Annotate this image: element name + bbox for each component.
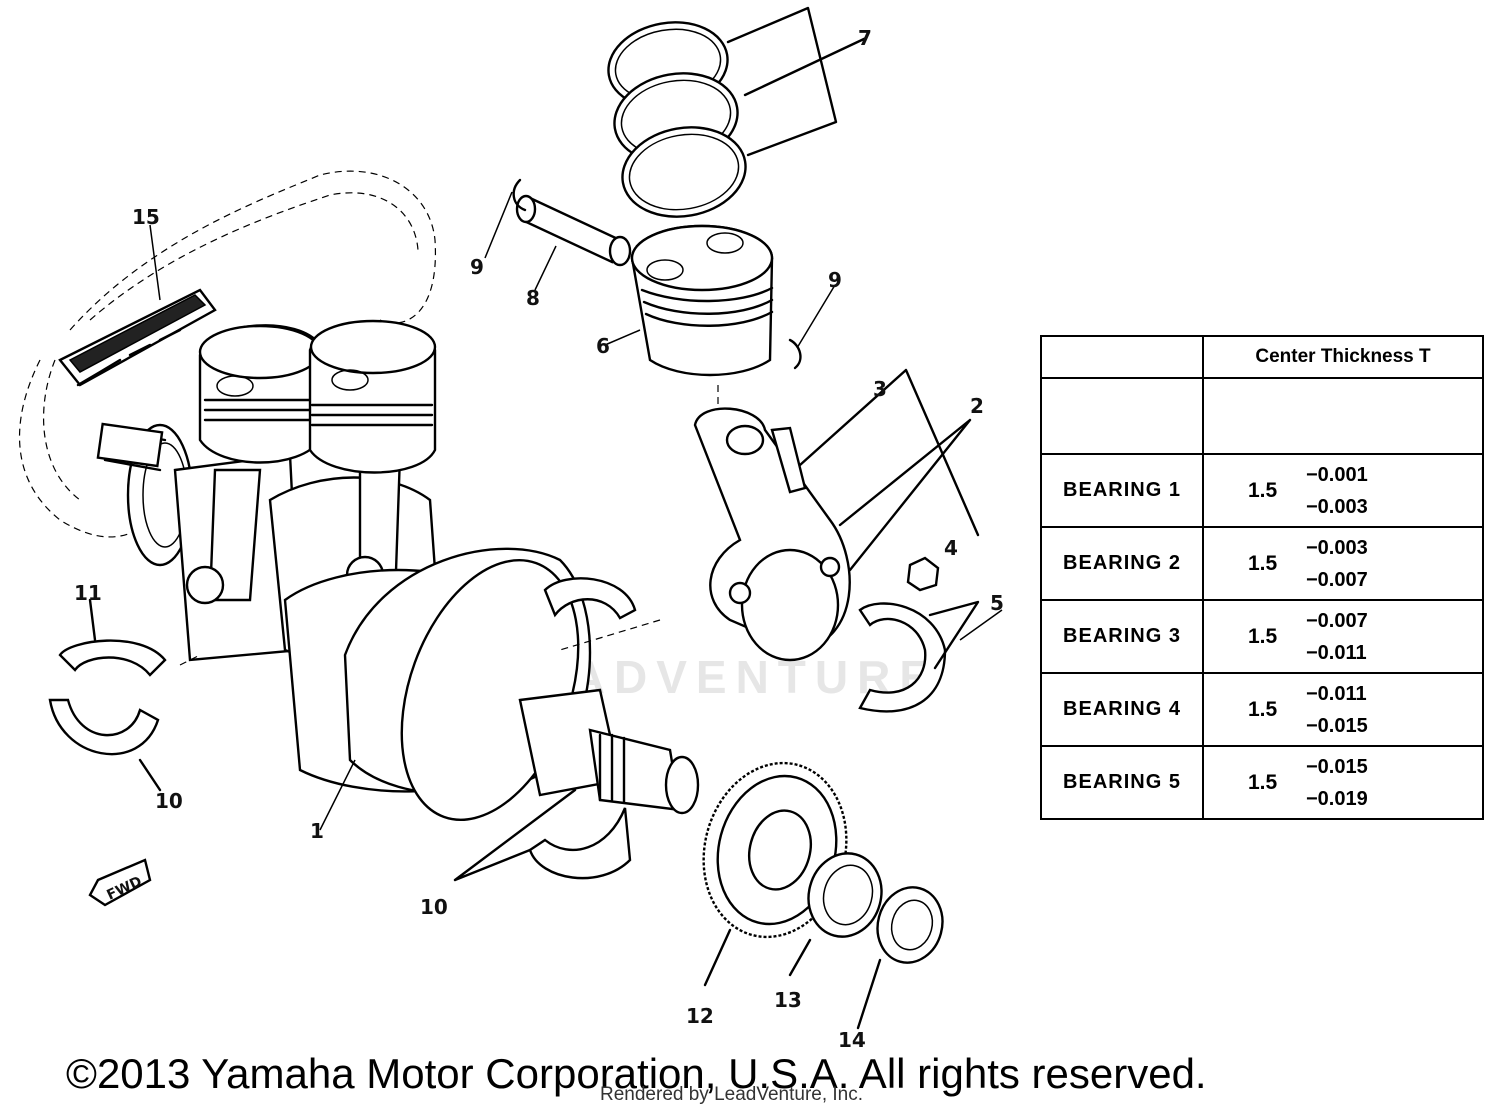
rendered-by-credit: Rendered by LeadVenture, Inc.: [600, 1084, 864, 1105]
primary-drive-gear: [702, 761, 944, 1030]
bearing-name: BEARING 2: [1040, 526, 1204, 601]
callout-2: 2: [970, 394, 984, 418]
upper-tolerance: −0.001: [1306, 463, 1368, 486]
upper-tolerance: −0.007: [1306, 609, 1368, 632]
callout-1: 1: [310, 819, 324, 843]
main-bearing-left: [48, 598, 167, 792]
callout-14: 14: [838, 1028, 866, 1052]
bearing-name: BEARING 5: [1040, 745, 1204, 820]
main-bearings-center: [453, 577, 637, 882]
lower-tolerance: −0.015: [1306, 714, 1368, 737]
crankshaft-assembly: [96, 422, 700, 821]
callout-5: 5: [990, 591, 1004, 615]
table-row: BEARING 5 1.5 −0.015 −0.019: [1040, 745, 1484, 820]
table-row: BEARING 3 1.5 −0.007 −0.011: [1040, 599, 1484, 674]
table-row: BEARING 2 1.5 −0.003 −0.007: [1040, 526, 1484, 601]
callout-7: 7: [858, 26, 872, 50]
callout-3: 3: [873, 377, 887, 401]
table-header-thickness: Center Thickness T: [1202, 335, 1484, 379]
nominal-value: 1.5: [1248, 697, 1278, 721]
table-blank-cell: [1202, 377, 1484, 455]
callout-4: 4: [944, 536, 958, 560]
table-row: BEARING 1 1.5 −0.001 −0.003: [1040, 453, 1484, 528]
lower-tolerance: −0.007: [1306, 568, 1368, 591]
callout-13: 13: [774, 988, 802, 1012]
lower-tolerance: −0.019: [1306, 787, 1368, 810]
callout-9-right: 9: [828, 268, 842, 292]
table-blank-cell: [1040, 377, 1204, 455]
piston: [630, 224, 774, 377]
nominal-value: 1.5: [1248, 478, 1278, 502]
nominal-value: 1.5: [1248, 551, 1278, 575]
piston-rings: [607, 6, 868, 218]
bearing-name: BEARING 4: [1040, 672, 1204, 747]
lower-tolerance: −0.011: [1306, 641, 1367, 664]
big-end-bearing: [858, 600, 980, 713]
callout-10-center: 10: [420, 895, 448, 919]
callout-11: 11: [74, 581, 102, 605]
upper-tolerance: −0.011: [1306, 682, 1367, 705]
callout-9-left: 9: [470, 255, 484, 279]
table-corner-cell: [1040, 335, 1204, 379]
thickness-cell: 1.5 −0.001 −0.003: [1202, 453, 1484, 528]
thickness-cell: 1.5 −0.007 −0.011: [1202, 599, 1484, 674]
callout-12: 12: [686, 1004, 714, 1028]
timing-chain-outline: [18, 170, 436, 538]
forward-arrow: [88, 858, 152, 907]
copyright-notice: ©2013 Yamaha Motor Corporation, U.S.A. A…: [66, 1050, 1207, 1097]
nominal-value: 1.5: [1248, 624, 1278, 648]
connecting-rod: [693, 368, 980, 662]
callout-10-left: 10: [155, 789, 183, 813]
cam-chain: [58, 288, 217, 387]
piston-pair: [198, 319, 437, 474]
nominal-value: 1.5: [1248, 770, 1278, 794]
thickness-cell: 1.5 −0.003 −0.007: [1202, 526, 1484, 601]
leader-lines: [149, 191, 1003, 831]
callout-6: 6: [596, 334, 610, 358]
bearing-name: BEARING 1: [1040, 453, 1204, 528]
upper-tolerance: −0.003: [1306, 536, 1368, 559]
callout-15: 15: [132, 205, 160, 229]
lower-tolerance: −0.003: [1306, 495, 1368, 518]
callout-8: 8: [526, 286, 540, 310]
upper-tolerance: −0.015: [1306, 755, 1368, 778]
bearing-thickness-table: Center Thickness T BEARING 1 1.5 −0.001 −…: [1040, 335, 1484, 820]
thickness-cell: 1.5 −0.011 −0.015: [1202, 672, 1484, 747]
thickness-cell: 1.5 −0.015 −0.019: [1202, 745, 1484, 820]
table-row: BEARING 4 1.5 −0.011 −0.015: [1040, 672, 1484, 747]
piston-pin-and-clips: [512, 178, 802, 370]
bearing-name: BEARING 3: [1040, 599, 1204, 674]
